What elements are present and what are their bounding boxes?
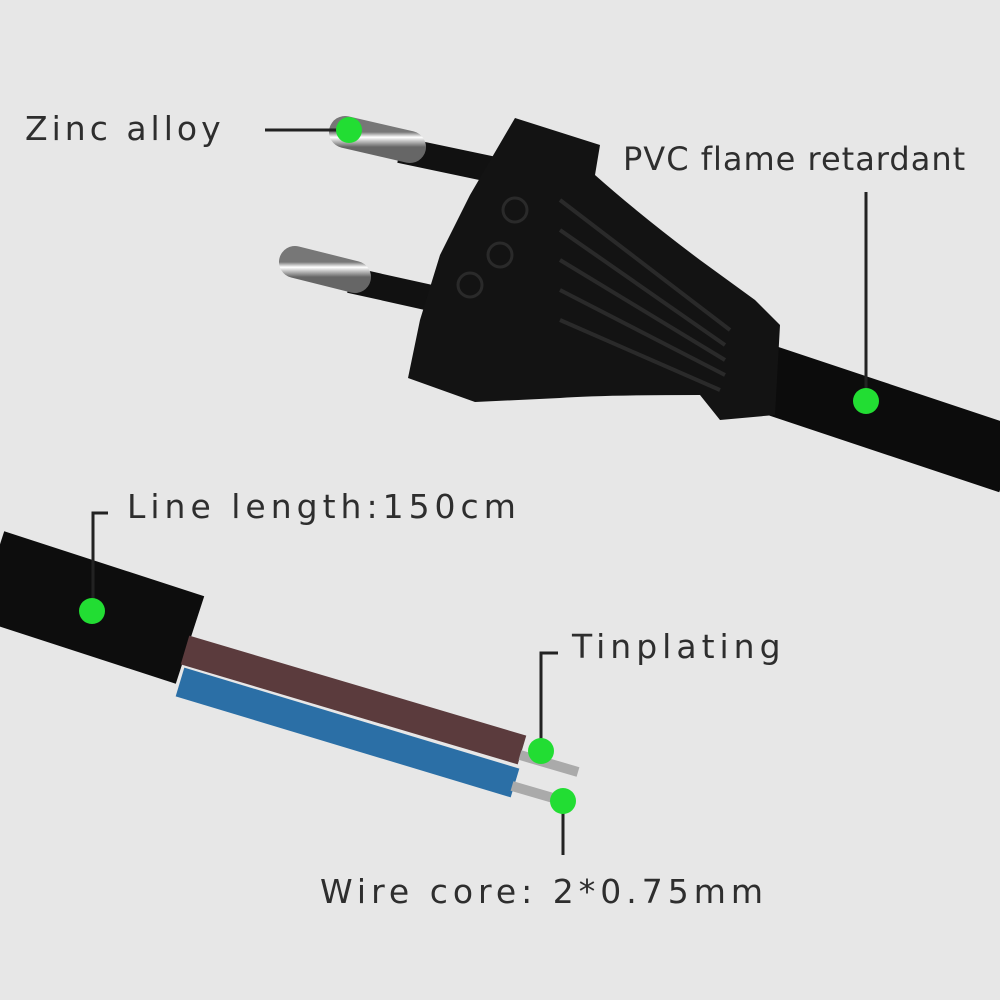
marker-core	[550, 788, 576, 814]
plug-ribs	[558, 198, 732, 392]
plug-body	[408, 118, 780, 420]
label-wire-core: Wire core: 2*0.75mm	[320, 872, 769, 911]
label-pvc: PVC flame retardant	[623, 140, 967, 178]
marker-tin	[528, 738, 554, 764]
label-tinplating: Tinplating	[572, 627, 786, 666]
marker-pvc	[853, 388, 879, 414]
marker-dots	[79, 117, 879, 814]
marker-line	[79, 598, 105, 624]
label-line-length: Line length:150cm	[127, 487, 521, 526]
marker-zinc	[336, 117, 362, 143]
label-zinc-alloy: Zinc alloy	[25, 109, 225, 148]
plug-cable	[729, 337, 1000, 493]
